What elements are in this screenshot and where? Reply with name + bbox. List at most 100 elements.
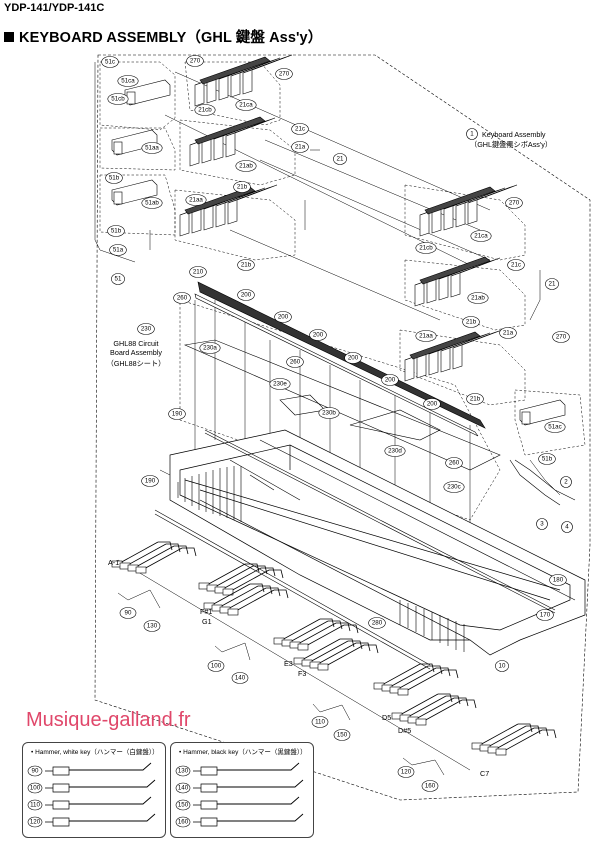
part-callout-51cb: 51cb [107, 93, 129, 105]
svg-text:270: 270 [190, 58, 201, 65]
svg-text:270: 270 [279, 71, 290, 78]
part-callout-51b: 51b [105, 172, 123, 184]
part-callout-21a: 21a [291, 141, 309, 153]
title-bullet [4, 32, 14, 42]
keyboard-assembly-jp-label: （GHL鍵盤黒シボAss'y） [470, 140, 552, 149]
part-callout-4: 4 [561, 521, 573, 533]
svg-text:51ac: 51ac [548, 424, 561, 431]
ghl88-label-jp: （GHL88シート） [107, 359, 166, 368]
svg-text:200: 200 [385, 377, 396, 384]
svg-text:200: 200 [278, 314, 289, 321]
svg-text:210: 210 [193, 269, 204, 276]
svg-text:3: 3 [540, 521, 544, 528]
part-callout-280: 280 [368, 617, 386, 629]
legend-black-key: • Hammer, black key（ハンマー（黒鍵盤）） 130 140 150… [170, 742, 314, 838]
svg-text:100: 100 [211, 663, 222, 670]
key-cluster-4 [414, 256, 501, 307]
svg-text:110: 110 [315, 719, 325, 726]
part-callout-51b: 51b [107, 225, 125, 237]
svg-text:1: 1 [470, 131, 474, 138]
note-label-2: G1 [202, 617, 212, 626]
svg-text:150: 150 [337, 732, 348, 739]
note-label-6: D#5 [398, 726, 411, 735]
part-callout-51: 51 [111, 273, 125, 285]
hammer-group-2 [203, 583, 289, 616]
svg-text:21aa: 21aa [419, 333, 433, 340]
svg-text:190: 190 [172, 411, 183, 418]
hammer-group-callout-110: 110 [311, 716, 329, 728]
legend-item-110: 110 [27, 796, 152, 811]
watermark: Musique-galland.fr [26, 709, 191, 731]
svg-text:150: 150 [178, 802, 189, 809]
part-callout-230b: 230b [318, 407, 340, 419]
note-label-7: C7 [480, 769, 489, 778]
key-cluster-3 [419, 184, 518, 237]
part-callout-270: 270 [552, 331, 570, 343]
hammer-group-callout-150: 150 [333, 729, 351, 741]
svg-text:51cb: 51cb [111, 96, 125, 103]
part-callout-21ab: 21ab [235, 160, 257, 172]
part-callout-21cb: 21cb [415, 242, 437, 254]
hammer-group-6 [391, 693, 477, 726]
svg-text:21b: 21b [470, 396, 481, 403]
svg-text:51b: 51b [111, 228, 122, 235]
part-callout-51b: 51b [538, 453, 556, 465]
svg-text:21: 21 [549, 281, 556, 288]
part-callout-21b: 21b [233, 181, 251, 193]
part-callout-180: 180 [549, 574, 567, 586]
svg-text:230d: 230d [388, 448, 402, 455]
key-cluster-0 [194, 54, 293, 107]
part-callout-260: 260 [286, 356, 304, 368]
svg-text:200: 200 [427, 401, 438, 408]
part-callout-200: 200 [423, 398, 441, 410]
bracket-leaders [94, 62, 561, 496]
svg-text:21cb: 21cb [198, 107, 212, 114]
part-callout-230c: 230c [443, 481, 465, 493]
part-callout-21ca: 21ca [235, 99, 257, 111]
part-callout-190: 190 [168, 408, 186, 420]
part-callout-51ab: 51ab [141, 197, 163, 209]
part-callout-270: 270 [505, 197, 523, 209]
svg-text:230c: 230c [447, 484, 460, 491]
part-callout-10: 10 [495, 660, 509, 672]
part-callout-21: 21 [333, 153, 347, 165]
part-callout-170: 170 [536, 609, 554, 621]
svg-text:140: 140 [235, 675, 246, 682]
hammer-group-callout-130: 130 [143, 620, 161, 632]
legend-item-140: 140 [175, 779, 304, 794]
part-callout-200: 200 [237, 289, 255, 301]
part-callout-21a: 21a [499, 327, 517, 339]
hammer-group-7 [471, 723, 557, 756]
part-callout-200: 200 [274, 311, 292, 323]
bracket-1 [111, 179, 158, 206]
part-callout-21b: 21b [466, 393, 484, 405]
svg-text:21cb: 21cb [419, 245, 433, 252]
svg-text:51a: 51a [113, 247, 124, 254]
part-callout-230e: 230e [269, 378, 291, 390]
legend-item-130: 130 [175, 762, 300, 777]
svg-text:21a: 21a [295, 144, 306, 151]
part-callout-200: 200 [309, 329, 327, 341]
svg-text:51c: 51c [105, 59, 115, 66]
part-callout-21b: 21b [462, 316, 480, 328]
legend-black-title: • Hammer, black key（ハンマー（黒鍵盤）） [179, 749, 307, 756]
note-label-5: D5 [382, 713, 391, 722]
svg-text:2: 2 [564, 479, 568, 486]
svg-text:21b: 21b [237, 184, 248, 191]
part-callout-51ac: 51ac [544, 421, 566, 433]
svg-text:200: 200 [313, 332, 324, 339]
svg-text:21aa: 21aa [189, 197, 203, 204]
hammer-group-0 [111, 541, 197, 574]
svg-text:51b: 51b [542, 456, 553, 463]
hammers [111, 541, 557, 756]
svg-text:190: 190 [145, 478, 156, 485]
svg-text:200: 200 [241, 292, 252, 299]
svg-text:10: 10 [499, 663, 506, 670]
svg-text:21ab: 21ab [471, 295, 485, 302]
bracket-3 [519, 399, 566, 426]
legend-item-90: 90 [27, 762, 152, 777]
key-cluster-5 [404, 329, 503, 382]
svg-text:90: 90 [125, 610, 132, 617]
